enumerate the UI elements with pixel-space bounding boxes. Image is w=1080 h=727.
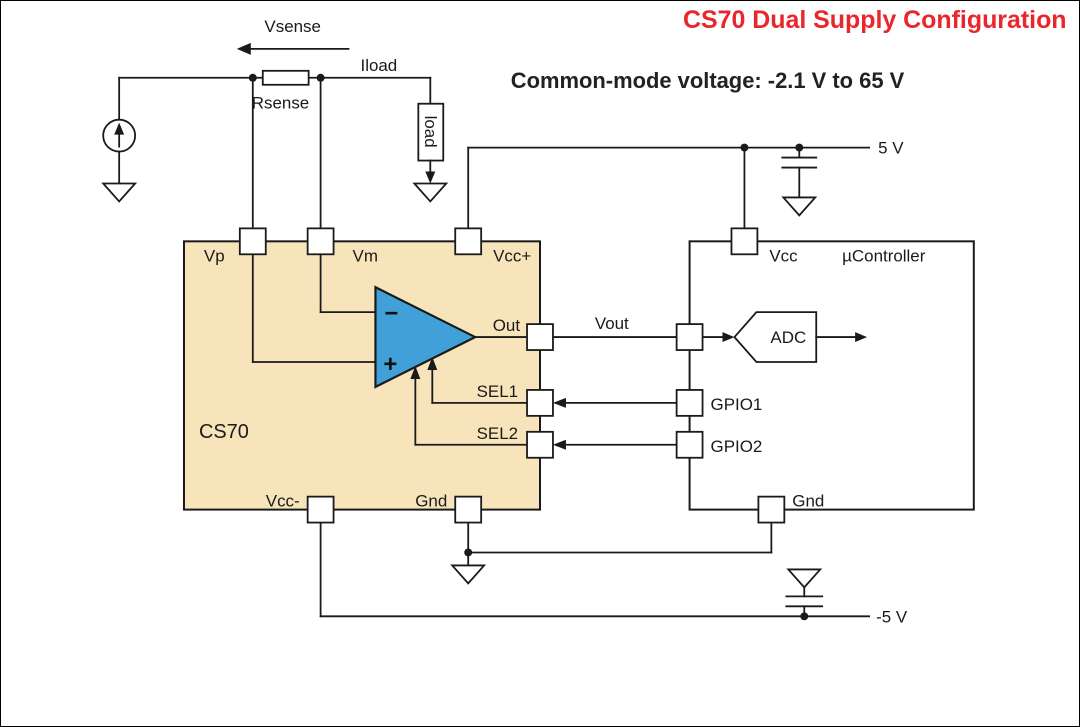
adc-label: ADC bbox=[770, 328, 806, 347]
junction-dot bbox=[740, 143, 749, 152]
pin-gpio2: GPIO2 bbox=[675, 430, 763, 459]
pin-square bbox=[675, 389, 704, 417]
pin-square bbox=[306, 495, 335, 524]
arrowhead-right bbox=[855, 332, 868, 343]
pin-square bbox=[730, 227, 759, 256]
negative-supply-rail: -5 V bbox=[319, 521, 908, 626]
pin-label: GPIO1 bbox=[711, 395, 763, 414]
ground-symbol bbox=[781, 196, 818, 217]
pin-vcc-plus: Vcc+ bbox=[454, 227, 531, 265]
adc-block: ADC bbox=[701, 311, 868, 363]
pin-label: Vcc+ bbox=[493, 246, 531, 265]
ground-symbol bbox=[412, 182, 449, 203]
rsense-label: Rsense bbox=[252, 94, 309, 113]
arrowhead-left bbox=[552, 397, 566, 408]
pin-square bbox=[526, 323, 554, 351]
arrowhead-left bbox=[236, 42, 251, 55]
pin-sel1: SEL1 bbox=[477, 382, 554, 417]
pin-label: Vcc bbox=[769, 246, 798, 265]
pin-square bbox=[306, 227, 335, 256]
pin-square bbox=[454, 495, 483, 524]
rsense-resistor: Rsense bbox=[252, 69, 310, 113]
mcu-body bbox=[688, 240, 975, 511]
arrowhead-right bbox=[722, 332, 735, 343]
pin-vp: Vp bbox=[204, 227, 267, 265]
pin-label: SEL2 bbox=[477, 424, 518, 443]
current-source-symbol bbox=[101, 76, 138, 203]
decoupling-capacitor-negative bbox=[785, 568, 824, 618]
junction-dot bbox=[316, 73, 325, 82]
vout-net: Vout bbox=[552, 314, 678, 338]
pin-label: SEL1 bbox=[477, 382, 518, 401]
pin-square bbox=[757, 495, 786, 524]
pin-label: Vm bbox=[353, 246, 378, 265]
load-block: load bbox=[412, 76, 449, 203]
cs70-block: − + CS70 Vp Vm Vcc+ Out SEL1 SEL2 bbox=[182, 227, 554, 524]
ground-symbol bbox=[450, 564, 487, 585]
ground-net bbox=[450, 521, 773, 585]
sense-network: Vsense Rsense Iload load bbox=[101, 17, 449, 230]
vsense-arrow: Vsense bbox=[236, 17, 350, 55]
vout-label: Vout bbox=[595, 314, 629, 333]
pin-label: Gnd bbox=[792, 492, 824, 511]
pin-vm: Vm bbox=[306, 227, 378, 265]
vsense-label: Vsense bbox=[264, 17, 321, 36]
gpio-nets bbox=[552, 397, 678, 450]
pin-label: GPIO2 bbox=[711, 437, 763, 456]
junction-dot bbox=[248, 73, 257, 82]
arrowhead-up bbox=[427, 357, 438, 370]
pin-square bbox=[675, 430, 704, 459]
pin-gnd: Gnd bbox=[415, 492, 483, 524]
ground-symbol bbox=[101, 182, 138, 203]
pin-sel2: SEL2 bbox=[477, 424, 554, 459]
mcu-block: µController ADC Vcc GPIO1 GPIO2 Gnd bbox=[675, 227, 975, 524]
header: CS70 Dual Supply Configuration Common-mo… bbox=[511, 6, 1067, 93]
pin-label: Gnd bbox=[415, 492, 447, 511]
pin-label: Vp bbox=[204, 246, 225, 265]
opamp-symbol bbox=[374, 285, 478, 389]
arrowhead-left bbox=[552, 439, 566, 450]
decoupling-capacitor-positive bbox=[781, 146, 818, 217]
negative-rail-label: -5 V bbox=[876, 607, 908, 626]
pin-gpio1: GPIO1 bbox=[675, 389, 763, 417]
pin-square bbox=[526, 430, 554, 459]
pin-mcu-vcc: Vcc bbox=[730, 227, 798, 265]
pin-square bbox=[675, 323, 704, 351]
pin-vcc-minus: Vcc- bbox=[266, 492, 335, 524]
pin-mcu-gnd: Gnd bbox=[757, 492, 824, 524]
pin-mcu-analog-in bbox=[675, 323, 704, 351]
arrowhead-up bbox=[410, 365, 421, 379]
arrowhead-down bbox=[425, 171, 436, 184]
pin-square bbox=[526, 389, 554, 417]
pin-label: Out bbox=[493, 316, 521, 335]
load-label: load bbox=[421, 116, 440, 148]
pin-square bbox=[454, 227, 483, 256]
positive-supply-rail: 5 V bbox=[467, 139, 904, 230]
junction-dot bbox=[464, 548, 473, 557]
ground-symbol bbox=[786, 568, 823, 589]
page-title: CS70 Dual Supply Configuration bbox=[683, 6, 1067, 34]
positive-rail-label: 5 V bbox=[878, 139, 904, 158]
opamp-plus-sign: + bbox=[383, 351, 397, 378]
pin-label: Vcc- bbox=[266, 492, 300, 511]
common-mode-note: Common-mode voltage: -2.1 V to 65 V bbox=[511, 68, 905, 93]
pin-square bbox=[238, 227, 267, 256]
pin-out: Out bbox=[493, 316, 554, 351]
opamp-minus-sign: − bbox=[384, 300, 398, 327]
mcu-label: µController bbox=[842, 246, 926, 265]
cs70-body bbox=[182, 240, 541, 511]
iload-label: Iload bbox=[360, 56, 397, 75]
resistor-body bbox=[261, 69, 310, 86]
cs70-label: CS70 bbox=[199, 421, 249, 443]
arrowhead-up bbox=[114, 122, 125, 135]
